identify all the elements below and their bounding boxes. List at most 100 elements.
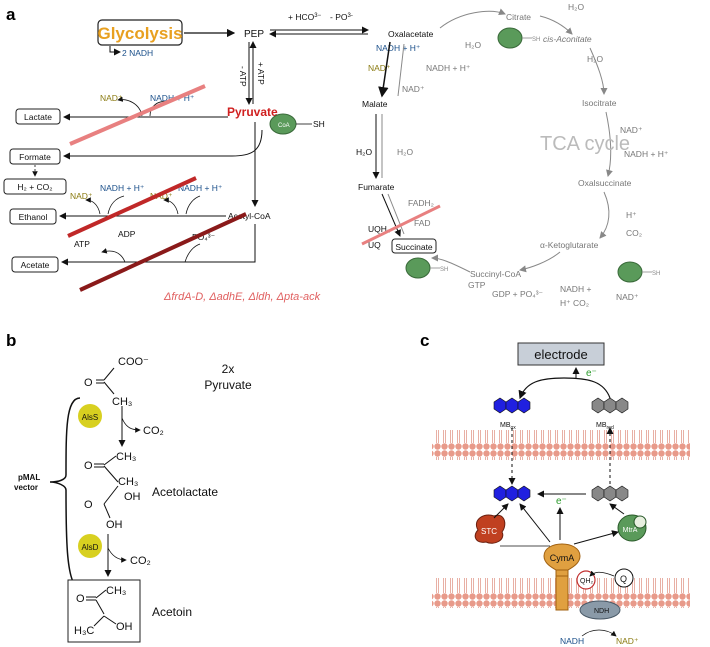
acetate-box — [11, 256, 59, 273]
ldh-knockout-bar — [69, 84, 206, 146]
ndh-protein: NDH — [579, 600, 621, 620]
svg-text:H₃C: H₃C — [74, 625, 94, 637]
qh2-label: QH₂ — [580, 578, 594, 585]
kg-nad: NAD⁺ — [616, 292, 639, 302]
fadh2-label: FADH₂ — [408, 198, 434, 208]
alss-co2: CO₂ — [143, 425, 164, 437]
gdp-label: GDP + PO₄³⁻ — [492, 289, 544, 299]
glycolysis-nadh: 2 NADH — [122, 48, 153, 58]
stc-protein: STC — [474, 514, 506, 544]
hco3-label: + HCO3− — [288, 12, 322, 22]
outer-membrane — [432, 430, 690, 460]
glycolysis-label: Glycolysis — [97, 24, 182, 43]
ethanol-nadh-1: NADH + H⁺ — [100, 183, 145, 193]
atp-label: ATP — [74, 239, 90, 249]
nadh-label: NADH — [560, 636, 584, 646]
mb-ox-periplasm — [493, 485, 531, 502]
minus-atp: - ATP — [238, 66, 248, 87]
glycolysis-box — [97, 19, 183, 46]
pyruvate-b-label: Pyruvate — [204, 378, 252, 392]
svg-text:OH: OH — [106, 519, 123, 531]
vector-label: vector — [14, 483, 38, 492]
svg-text:CH₃: CH₃ — [112, 396, 132, 408]
electrode-label: electrode — [534, 347, 587, 362]
iso-nadh: NADH + H⁺ — [624, 149, 669, 159]
mb-ox-label: MBox — [500, 422, 516, 431]
fad-label: FAD — [414, 218, 431, 228]
po4-label: - PO3- — [330, 12, 353, 22]
alsd-label: AlsD — [82, 543, 99, 552]
uq-label: UQ — [368, 240, 381, 250]
acetate-label: Acetate — [21, 260, 50, 270]
succinyl-enzyme-icon: SH — [405, 257, 448, 279]
coa-enzyme-icon: CoA SH — [269, 113, 325, 135]
sc-nadh: NADH + — [560, 284, 591, 294]
uqh2-label: UQH₂ — [368, 224, 390, 234]
svg-text:CymA: CymA — [550, 553, 575, 563]
acetyl-coa-label: Acetyl-CoA — [228, 211, 271, 221]
e-minus-top: e⁻ — [586, 368, 597, 379]
q-molecule — [614, 568, 634, 588]
pmal-bracket — [49, 397, 81, 589]
ethanol-nadh-2: NADH + H⁺ — [178, 183, 223, 193]
ethanol-label: Ethanol — [19, 212, 48, 222]
svg-text:OH: OH — [124, 491, 141, 503]
h2o-oxal: H₂O — [465, 40, 481, 50]
mb-red-label: MBred — [596, 422, 614, 431]
ethanol-nad-1: NAD⁺ — [70, 191, 93, 201]
lactate-box — [15, 108, 61, 125]
oxal-nadh: NADH + H⁺ — [376, 43, 421, 53]
fumarate-label: Fumarate — [358, 182, 395, 192]
svg-text:SH: SH — [440, 267, 448, 273]
ketoglutarate-label: α-Ketoglutarate — [540, 240, 599, 250]
acetoin-label: Acetoin — [152, 605, 192, 619]
succinyl-coa-label: Succinyl-CoA — [470, 269, 521, 279]
formate-label: Formate — [19, 152, 51, 162]
h2co2-label: H₂ + CO₂ — [17, 182, 52, 192]
acetoin-structure: O CH₃ H₃C OH — [74, 585, 133, 637]
citrate-label: Citrate — [506, 12, 531, 22]
svg-text:SH: SH — [652, 271, 660, 277]
svg-text:MtrA: MtrA — [623, 527, 638, 534]
svg-text:SH: SH — [532, 37, 540, 43]
succinate-box — [391, 238, 437, 254]
sc-h-co2: H⁺ CO₂ — [560, 298, 589, 308]
svg-text:OH: OH — [116, 621, 133, 633]
succinate-label: Succinate — [395, 242, 433, 252]
h2o-fumarate-2: H₂O — [397, 147, 413, 157]
oxal-nad: NAD⁺ — [368, 63, 391, 73]
ethanol-box — [9, 208, 57, 225]
ethanol-nad-2: NAD⁺ — [150, 191, 173, 201]
svg-text:CoA: CoA — [278, 123, 290, 129]
iso-nad: NAD⁺ — [620, 125, 643, 135]
plus-atp: + ATP — [256, 62, 266, 85]
adp-label: ADP — [118, 229, 136, 239]
svg-text:CH₃: CH₃ — [116, 451, 136, 463]
svg-text:NDH: NDH — [594, 608, 609, 615]
lactate-label: Lactate — [24, 112, 52, 122]
svg-text:O: O — [84, 499, 93, 511]
electrode-box — [517, 342, 605, 366]
oxal-h: H⁺ — [626, 210, 637, 220]
mb-red-periplasm — [591, 485, 629, 502]
mtra-protein: MtrA — [617, 514, 647, 542]
svg-text:STC: STC — [481, 527, 497, 536]
ketoglutarate-enzyme-icon: SH — [617, 261, 660, 283]
mb-red-molecule — [591, 397, 629, 414]
h2o-aconitate: H₂O — [587, 54, 603, 64]
q-label: Q — [620, 574, 627, 584]
alss-enzyme — [78, 404, 102, 428]
alsd-enzyme — [78, 534, 102, 558]
acetolactate-structure: O CH₃ CH₃ OH O OH — [84, 451, 141, 531]
alsd-co2: CO₂ — [130, 555, 151, 567]
svg-text:CH₃: CH₃ — [106, 585, 126, 597]
gtp-label: GTP — [468, 280, 486, 290]
citrate-synthase-icon: SH — [497, 27, 540, 49]
acetolactate-label: Acetolactate — [152, 485, 218, 499]
svg-text:CH₃: CH₃ — [118, 476, 138, 488]
frd-knockout-bar — [361, 204, 441, 246]
oxalsuccinate-label: Oxalsuccinate — [578, 178, 632, 188]
mb-ox-molecule — [493, 397, 531, 414]
tca-cycle-label: TCA cycle — [540, 133, 630, 155]
oxal-nad-gray: NAD⁺ — [402, 84, 425, 94]
